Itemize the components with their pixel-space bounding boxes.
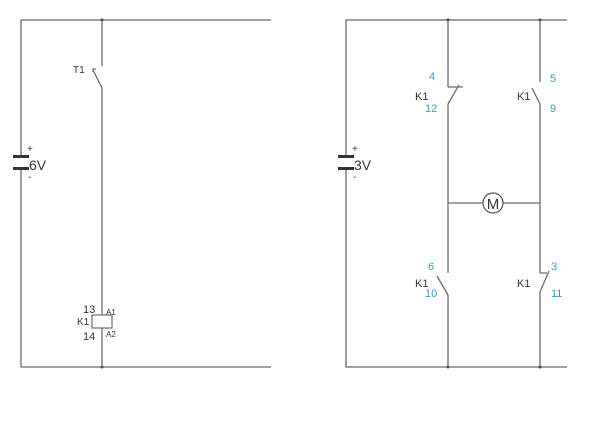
motor: M [482,192,504,214]
terminal-bottom: 14 [83,331,95,343]
terminal-bottom: 9 [550,103,556,115]
relay-coil-k1: 13 A1 K1 14 A2 [77,304,116,343]
motor-label: M [487,196,500,213]
battery-voltage: 6V [29,157,47,173]
switch-label: T1 [73,65,85,76]
minus-sign: - [28,172,31,183]
terminal-top: 6 [428,261,434,273]
terminal-bottom: 12 [425,103,437,115]
terminal-top: 3 [551,261,557,273]
coil-label: K1 [77,317,90,328]
contact-label: K1 [415,278,428,290]
terminal-top: 4 [429,71,435,83]
battery-6v: + 6V - [13,144,47,183]
battery-3v: + 3V - [338,144,372,183]
terminal-top: 13 [83,304,95,316]
plus-sign: + [27,144,33,155]
control-circuit: T1 + 6V - 13 A1 K1 14 A2 [13,18,271,369]
contact-k1-6-10: 6 K1 10 [415,261,449,300]
pushbutton-t1: T1 [73,65,103,89]
wire-frame [20,19,271,368]
power-circuit: + 3V - M 4 K1 12 5 K1 9 6 [338,18,567,369]
pin-a1: A1 [106,308,116,317]
contact-k1-5-9: 5 K1 9 [517,73,556,115]
terminal-top: 5 [550,73,556,85]
wire-frame [345,19,567,368]
minus-sign: - [353,172,356,183]
contact-label: K1 [517,91,530,103]
battery-voltage: 3V [354,157,372,173]
plus-sign: + [352,144,358,155]
contact-label: K1 [517,278,530,290]
contact-label: K1 [415,91,428,103]
terminal-bottom: 10 [425,288,437,300]
terminal-bottom: 11 [551,288,562,300]
contact-k1-4-12: 4 K1 12 [415,71,463,115]
pin-a2: A2 [106,330,116,339]
contact-k1-3-11: 3 K1 11 [517,261,562,300]
